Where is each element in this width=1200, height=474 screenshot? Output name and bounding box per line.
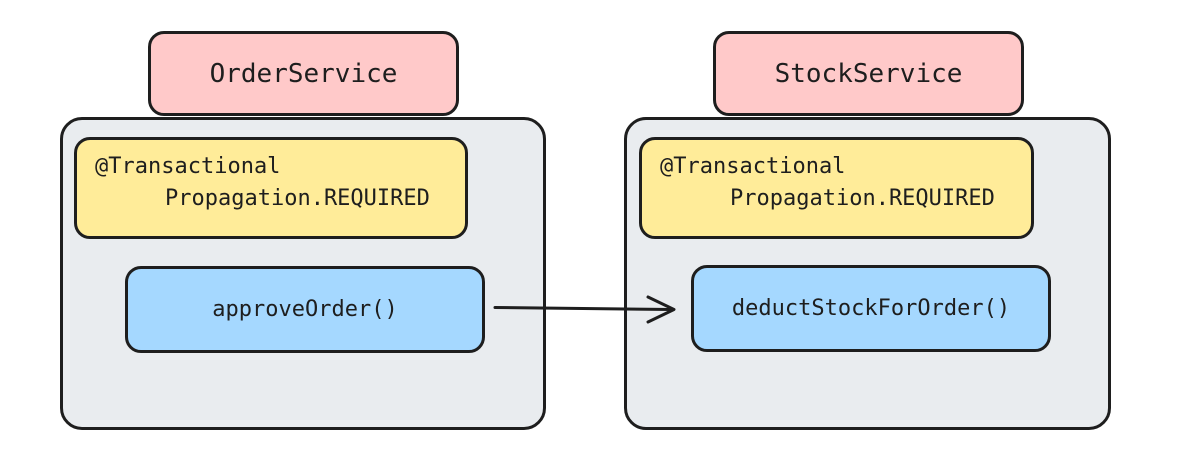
stock-service-title-text: StockService xyxy=(774,58,963,89)
order-service-title: OrderService xyxy=(148,31,459,116)
approve-order-method: approveOrder() xyxy=(125,266,485,353)
order-service-propagation-label: Propagation.REQUIRED xyxy=(165,186,430,211)
stock-service-transactional-label: @Transactional xyxy=(660,154,846,179)
call-arrow-head xyxy=(646,295,676,324)
order-service-annotation: @Transactional Propagation.REQUIRED xyxy=(74,137,468,239)
stock-service-annotation: @Transactional Propagation.REQUIRED xyxy=(639,137,1034,239)
call-arrow-shaft xyxy=(493,306,674,311)
approve-order-method-label: approveOrder() xyxy=(212,297,398,322)
order-service-title-text: OrderService xyxy=(209,58,398,89)
stock-service-title: StockService xyxy=(713,31,1024,116)
deduct-stock-method: deductStockForOrder() xyxy=(691,265,1051,352)
stock-service-propagation-label: Propagation.REQUIRED xyxy=(730,186,995,211)
deduct-stock-method-label: deductStockForOrder() xyxy=(731,296,1011,321)
order-service-transactional-label: @Transactional xyxy=(95,154,281,179)
